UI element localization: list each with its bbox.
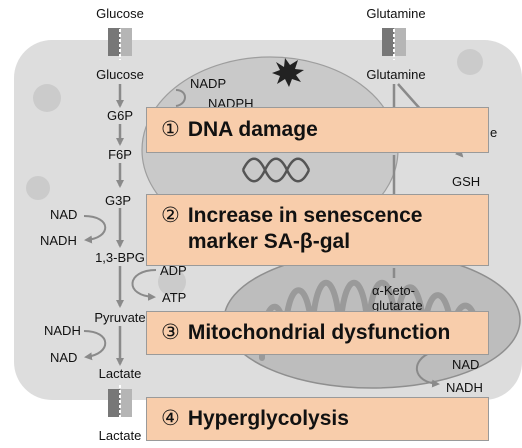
label-alpha-ketoglutarate-1: α-Keto- xyxy=(372,283,415,298)
label-nadh-1: NADH xyxy=(40,233,77,248)
label-adp: ADP xyxy=(160,263,187,278)
callout-number: ④ xyxy=(161,407,180,430)
label-nad-3: NAD xyxy=(452,357,479,372)
callout-text-line1: Increase in senescence xyxy=(187,204,423,227)
callout-text: DNA damage xyxy=(187,118,318,141)
damage-star-icon xyxy=(272,58,304,87)
vesicle xyxy=(457,49,483,75)
label-fragment-e: e xyxy=(490,125,497,140)
vesicle xyxy=(158,268,186,296)
callout-text: Hyperglycolysis xyxy=(187,407,349,430)
label-nad-2: NAD xyxy=(50,350,77,365)
label-glutamine-extracellular: Glutamine xyxy=(366,6,425,21)
dna-helix-icon xyxy=(241,157,311,183)
lactate-transporter-icon xyxy=(108,385,132,421)
vesicle xyxy=(26,176,50,200)
label-atp: ATP xyxy=(162,290,186,305)
label-glutamine-intracellular: Glutamine xyxy=(366,67,425,82)
label-gsh: GSH xyxy=(452,174,480,189)
callout-mitochondrial-dysfunction: ③ Mitochondrial dysfunction xyxy=(146,311,489,355)
pathway-labels: Glucose Glutamine Glucose Glutamine NADP… xyxy=(40,6,497,443)
label-1-3-bpg: 1,3-BPG xyxy=(95,250,145,265)
label-nadh-2: NADH xyxy=(44,323,81,338)
label-glucose-extracellular: Glucose xyxy=(96,6,144,21)
label-nadp: NADP xyxy=(190,76,226,91)
callout-dna-damage: ① DNA damage xyxy=(146,107,489,153)
glutamine-transporter-icon xyxy=(382,24,406,60)
label-lactate-intracellular: Lactate xyxy=(99,366,142,381)
glucose-transporter-icon xyxy=(108,24,132,60)
label-glucose-intracellular: Glucose xyxy=(96,67,144,82)
callout-number: ② xyxy=(161,204,180,227)
label-alpha-ketoglutarate-2: glutarate xyxy=(372,298,423,313)
callout-senescence-marker: ② Increase in senescence marker SA-β-gal xyxy=(146,194,489,266)
label-lactate-extracellular: Lactate xyxy=(99,428,142,443)
callout-hyperglycolysis: ④ Hyperglycolysis xyxy=(146,397,489,441)
label-pyruvate: Pyruvate xyxy=(94,310,145,325)
label-g3p: G3P xyxy=(105,193,131,208)
callout-text-line2: marker SA-β-gal xyxy=(187,230,351,253)
label-nad-1: NAD xyxy=(50,207,77,222)
callout-number: ① xyxy=(161,118,180,141)
callout-text: Mitochondrial dysfunction xyxy=(187,321,451,344)
label-f6p: F6P xyxy=(108,147,132,162)
vesicle xyxy=(33,84,61,112)
callout-number: ③ xyxy=(161,321,180,344)
label-nadh-3: NADH xyxy=(446,380,483,395)
label-g6p: G6P xyxy=(107,108,133,123)
